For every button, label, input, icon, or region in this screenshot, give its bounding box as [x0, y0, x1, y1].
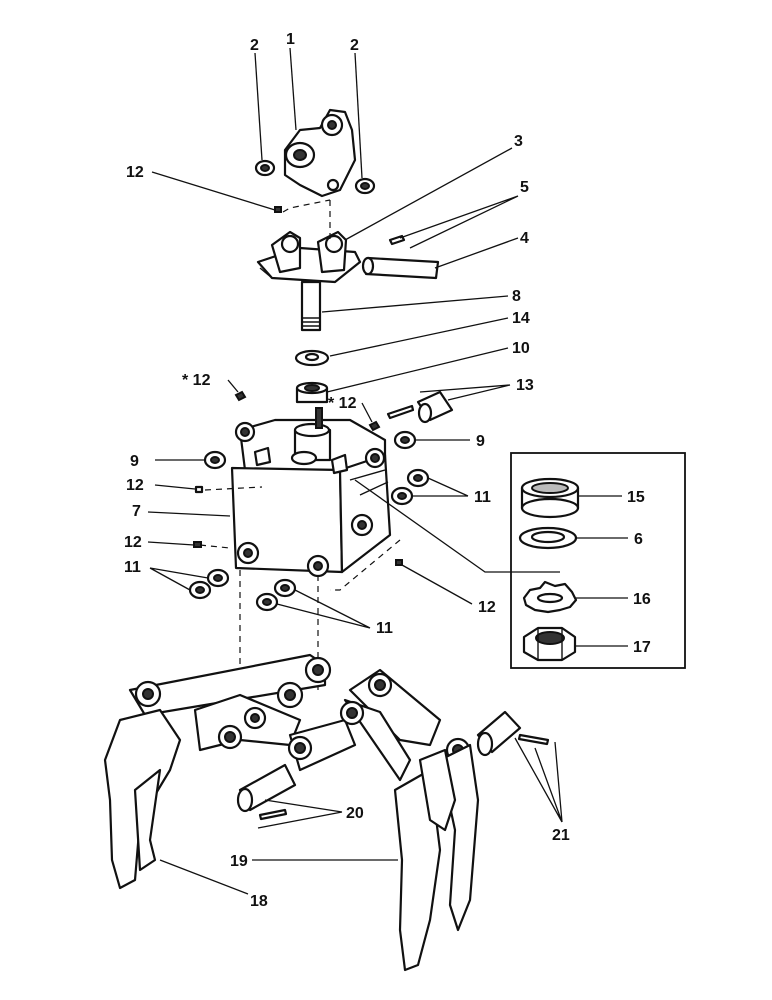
callout-9-left: 9	[130, 453, 139, 470]
callout-11-bottom: 11	[376, 620, 393, 637]
bushing-part-11-right-b	[390, 486, 414, 506]
callout-2-right: 2	[350, 37, 359, 54]
callout-1: 1	[286, 31, 295, 48]
grease-fitting-part-12-e	[395, 559, 403, 566]
callout-11-right: 11	[474, 489, 491, 506]
callout-10: 10	[512, 340, 530, 357]
callout-6: 6	[634, 531, 643, 548]
lock-washer-part-16	[522, 580, 578, 614]
callout-11-left: 11	[124, 559, 141, 576]
bushing-part-11-left-b	[188, 580, 212, 600]
callout-2-left: 2	[250, 37, 259, 54]
bushing-part-11-bottom-a	[273, 578, 297, 598]
callout-16: 16	[633, 591, 651, 608]
washer-part-6	[518, 526, 578, 550]
bushing-part-11-bottom-b	[255, 592, 279, 612]
callout-4: 4	[520, 230, 529, 247]
callout-12-top: 12	[126, 164, 144, 181]
callout-15: 15	[627, 489, 645, 506]
callout-19: 19	[230, 853, 248, 870]
callout-18: 18	[250, 893, 268, 910]
bushing-part-11-left-a	[206, 568, 230, 588]
grapple-tine-part-19	[393, 743, 480, 972]
rotator-housing-part-7	[230, 407, 392, 578]
callout-9-right: 9	[476, 433, 485, 450]
detail-inset-box	[510, 452, 686, 669]
bearing-part-10	[295, 381, 329, 404]
callout-13: 13	[516, 377, 534, 394]
top-clevis-part-1	[283, 108, 357, 198]
grease-fitting-part-12-top	[274, 206, 282, 213]
pin-part-21	[476, 710, 550, 757]
callout-5: 5	[520, 179, 529, 196]
pin-part-4	[361, 256, 440, 280]
callout-21: 21	[552, 827, 570, 844]
callout-17: 17	[633, 639, 651, 656]
nut-part-17	[522, 626, 577, 662]
callout-12-star-left: * 12	[182, 372, 211, 389]
grease-fitting-part-12-a	[234, 390, 247, 402]
pin-part-20	[236, 763, 297, 821]
pin-part-13	[386, 390, 454, 424]
grease-fitting-part-12-c	[194, 485, 204, 494]
callout-3: 3	[514, 133, 523, 150]
bushing-part-11-right-a	[406, 468, 430, 488]
pivot-bracket-part-3	[256, 230, 362, 284]
grapple-tine-part-18	[103, 708, 182, 890]
grapple-frame	[128, 653, 471, 782]
bushing-part-2-left	[254, 159, 276, 177]
shaft-part-8	[300, 280, 322, 332]
grease-fitting-part-12-d	[193, 541, 202, 548]
callout-12-star-mid: * 12	[328, 395, 357, 412]
callout-12-right: 12	[478, 599, 496, 616]
bushing-part-9-right	[393, 430, 417, 450]
callout-12-left-a: 12	[126, 477, 144, 494]
callout-14: 14	[512, 310, 530, 327]
callout-8: 8	[512, 288, 521, 305]
bushing-part-9-left	[203, 450, 227, 470]
bushing-part-2-right	[354, 177, 376, 195]
callout-20: 20	[346, 805, 364, 822]
washer-part-14	[294, 349, 330, 367]
callout-12-left-b: 12	[124, 534, 142, 551]
callout-7: 7	[132, 503, 141, 520]
grease-fitting-part-12-b	[368, 420, 381, 432]
bearing-part-15	[520, 477, 580, 519]
